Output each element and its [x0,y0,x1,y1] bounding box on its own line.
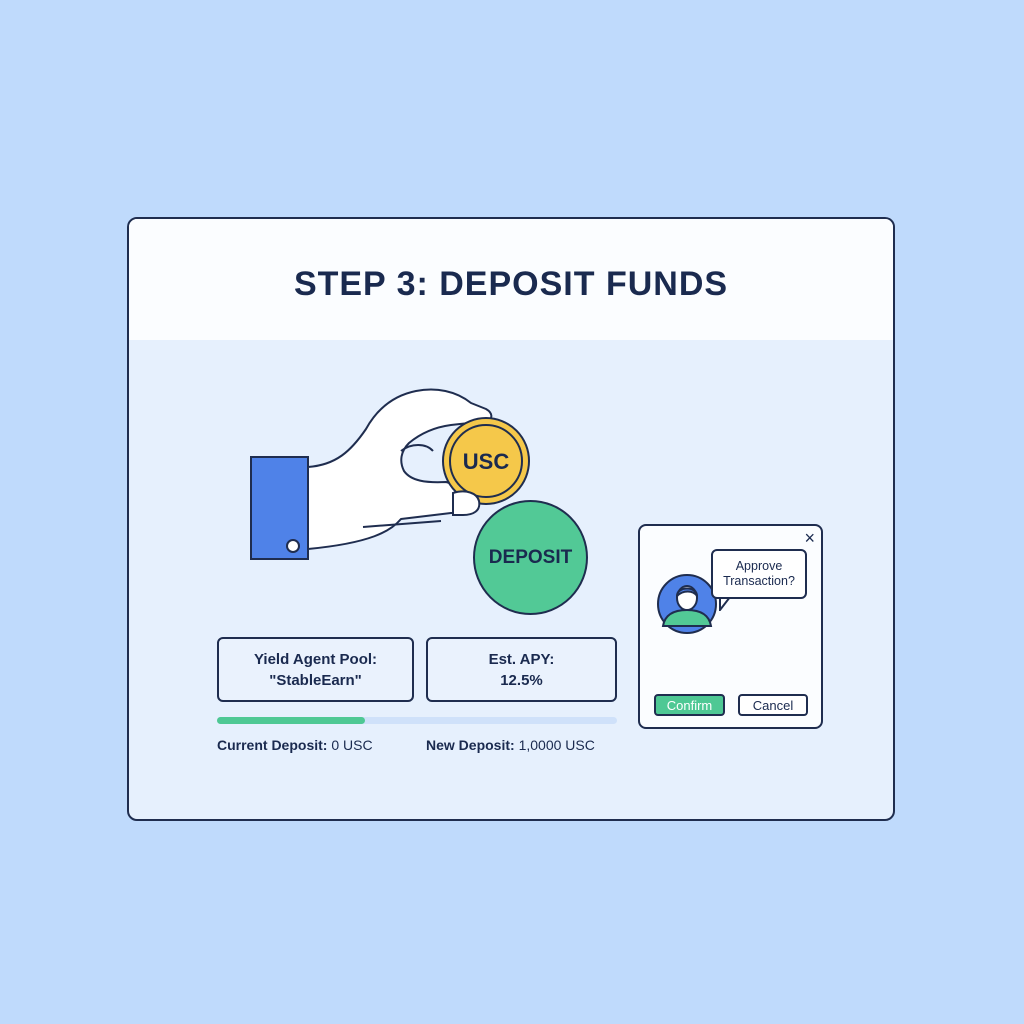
coin-label: USC [463,449,510,474]
new-deposit: New Deposit: 1,0000 USC [426,737,595,753]
apy-value: 12.5% [500,671,543,689]
bubble-line-1: Approve [735,559,783,573]
apy-label: Est. APY: [488,650,555,668]
new-deposit-value: 1,0000 USC [518,737,595,753]
deposit-button[interactable]: DEPOSIT [473,500,588,615]
current-deposit-label: Current Deposit: [217,737,328,753]
close-icon[interactable]: × [804,528,815,548]
bubble-line-2: Transaction? [723,574,795,588]
confirm-button[interactable]: Confirm [654,694,725,716]
cancel-button[interactable]: Cancel [738,694,808,716]
pool-value: "StableEarn" [269,671,362,689]
speech-bubble: Approve Transaction? [711,549,807,599]
speech-bubble-tail-icon [719,597,731,611]
new-deposit-label: New Deposit: [426,737,515,753]
apy-info-box: Est. APY: 12.5% [426,637,617,702]
deposit-card: STEP 3: DEPOSIT FUNDS USC DEPOSIT Yield … [127,217,895,821]
pool-label: Yield Agent Pool: [253,650,378,668]
card-header: STEP 3: DEPOSIT FUNDS [129,219,893,340]
approve-transaction-dialog: × Approve Transaction? Confirm Cancel [638,524,823,729]
hand-holding-coin-icon: USC [250,388,530,560]
deposit-progress-bar [217,717,617,724]
current-deposit: Current Deposit: 0 USC [217,737,373,753]
pool-info-box: Yield Agent Pool: "StableEarn" [217,637,414,702]
progress-fill [217,717,365,724]
user-avatar-icon [657,574,717,634]
page-title: STEP 3: DEPOSIT FUNDS [293,265,729,303]
current-deposit-value: 0 USC [331,737,373,753]
